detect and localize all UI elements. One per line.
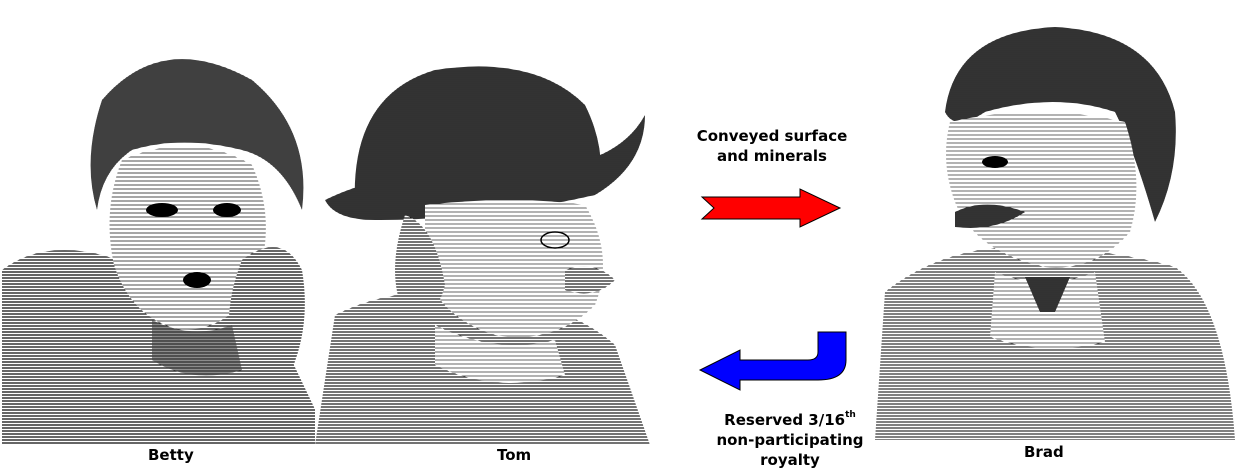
conveyed-caption-line1: Conveyed surface bbox=[682, 126, 862, 146]
conveyed-caption: Conveyed surface and minerals bbox=[682, 126, 862, 166]
tom-name-label: Tom bbox=[497, 446, 531, 464]
reserved-caption: Reserved 3/16th non-participating royalt… bbox=[700, 410, 880, 470]
conveyed-arrow-icon bbox=[700, 187, 845, 229]
tom-portrait bbox=[315, 55, 650, 445]
betty-portrait bbox=[2, 40, 332, 445]
brad-name-label: Brad bbox=[1024, 443, 1064, 461]
reserved-caption-line1: Reserved 3/16th bbox=[700, 410, 880, 430]
betty-name-label: Betty bbox=[148, 446, 194, 464]
brad-portrait bbox=[875, 22, 1235, 440]
reserved-arrow-icon bbox=[698, 330, 850, 392]
reserved-caption-line3: royalty bbox=[700, 450, 880, 470]
conveyed-caption-line2: and minerals bbox=[682, 146, 862, 166]
reserved-caption-line2: non-participating bbox=[700, 430, 880, 450]
